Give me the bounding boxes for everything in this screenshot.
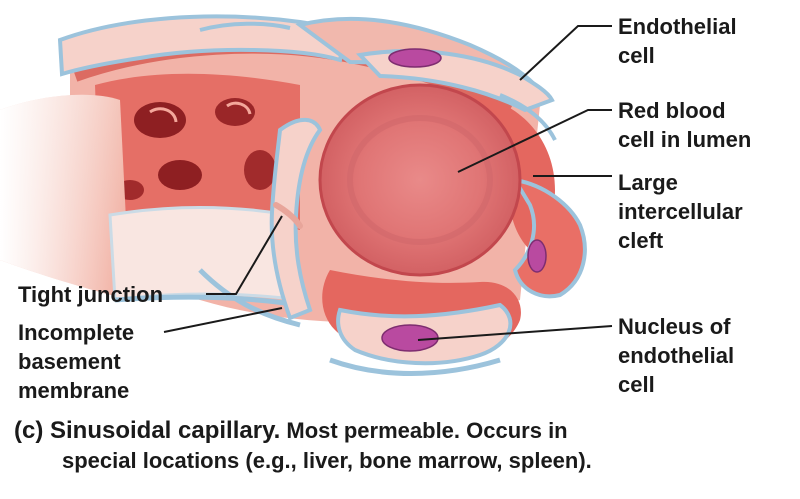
caption-heading: (c) Sinusoidal capillary. bbox=[14, 417, 281, 444]
lower-front-wall bbox=[322, 270, 521, 376]
basement-membrane-leader bbox=[163, 307, 283, 333]
red-blood-cell bbox=[318, 83, 522, 277]
label-intercellular-cleft-line1: Large bbox=[618, 170, 678, 195]
label-red-blood-cell-line1: Red blood bbox=[618, 98, 726, 123]
label-endothelial-cell-line1: Endothelial bbox=[618, 14, 737, 39]
fenestrated-wall bbox=[95, 73, 300, 230]
left-lower-wall bbox=[0, 94, 302, 328]
leader-lines bbox=[163, 25, 613, 341]
nucleus-leader bbox=[417, 325, 613, 341]
label-red-blood-cell-line2: cell in lumen bbox=[618, 127, 752, 152]
label-red-blood-cell: Red blood cell in lumen bbox=[618, 96, 751, 154]
label-tight-junction-line1: Tight junction bbox=[18, 282, 164, 307]
label-intercellular-cleft-line3: cleft bbox=[618, 228, 664, 253]
tight-junction-leader bbox=[206, 215, 283, 295]
label-basement-membrane-line2: basement bbox=[18, 349, 121, 374]
label-nucleus-line1: Nucleus of bbox=[618, 314, 731, 339]
figure-caption: (c) Sinusoidal capillary. Most permeable… bbox=[14, 416, 794, 476]
label-basement-membrane-line1: Incomplete bbox=[18, 320, 135, 345]
label-endothelial-cell-line2: cell bbox=[618, 43, 655, 68]
label-endothelial-cell: Endothelial cell bbox=[618, 12, 737, 70]
label-intercellular-cleft-line2: intercellular bbox=[618, 199, 743, 224]
label-nucleus: Nucleus of endothelial cell bbox=[618, 312, 734, 399]
label-basement-membrane: Incomplete basement membrane bbox=[18, 318, 134, 405]
front-cut-wall bbox=[269, 117, 323, 321]
caption-line2: special locations (e.g., liver, bone mar… bbox=[62, 448, 592, 473]
label-intercellular-cleft: Large intercellular cleft bbox=[618, 168, 743, 255]
label-nucleus-line3: cell bbox=[618, 372, 655, 397]
label-basement-membrane-line3: membrane bbox=[18, 378, 130, 403]
label-tight-junction: Tight junction bbox=[18, 280, 163, 309]
label-nucleus-line2: endothelial bbox=[618, 343, 735, 368]
top-wall bbox=[57, 14, 555, 113]
red-blood-cell-leader bbox=[457, 109, 612, 173]
endothelial-cell-leader bbox=[519, 25, 612, 81]
caption-line1: Most permeable. Occurs in bbox=[286, 418, 568, 443]
